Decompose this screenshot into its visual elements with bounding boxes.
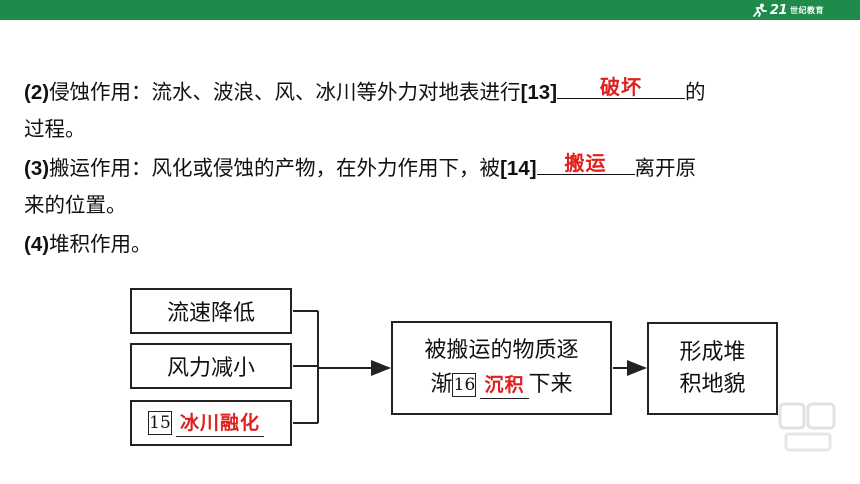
process-text: 渐	[430, 372, 453, 397]
cause-text: 流速降低	[166, 301, 255, 326]
watermark-icon	[778, 402, 836, 452]
answer-blank: 沉积	[480, 372, 529, 399]
process-line: 被搬运的物质逐	[424, 338, 579, 363]
answer-blank: 破坏	[557, 75, 686, 99]
cause-box-glacier: 15 冰川融化	[130, 400, 292, 446]
runner-icon	[753, 3, 767, 17]
paragraph-deposition: (4)堆积作用。	[24, 226, 844, 263]
paragraph-erosion: (2)侵蚀作用：流水、波浪、风、冰川等外力对地表进行[13] 破坏 的 过程。	[24, 74, 844, 148]
process-text: 下来	[528, 372, 573, 397]
paragraph-text: 离开原	[634, 156, 697, 180]
text-content: (2)侵蚀作用：流水、波浪、风、冰川等外力对地表进行[13] 破坏 的 过程。 (3…	[24, 74, 844, 263]
paragraph-text: 侵蚀作用：流水、波浪、风、冰川等外力对地表进行	[49, 80, 521, 104]
result-line: 积地貌	[679, 371, 746, 397]
answer-blank: 冰川融化	[176, 410, 265, 437]
answer-text: 破坏	[600, 75, 643, 99]
logo-number: 21	[769, 2, 788, 18]
cause-box-wind: 风力减小	[130, 343, 292, 389]
item-number: (2)	[24, 81, 50, 104]
paragraph-text: 的	[685, 80, 706, 104]
blank-number-badge: 16	[452, 373, 477, 397]
answer-text: 沉积	[484, 373, 525, 396]
logo-subtitle: 世纪教育	[790, 5, 824, 15]
paragraph-text: 搬运作用：风化或侵蚀的产物，在外力作用下，被	[49, 156, 501, 180]
process-box: 被搬运的物质逐 渐 16 沉积 下来	[391, 321, 612, 415]
item-number: (3)	[24, 157, 50, 180]
process-line: 渐 16 沉积 下来	[430, 368, 573, 402]
brand-logo: 21 世纪教育	[751, 2, 824, 18]
answer-text: 搬运	[564, 151, 607, 175]
item-number: (4)	[24, 233, 50, 256]
paragraph-text: 来的位置。	[24, 193, 127, 217]
cause-box-flow: 流速降低	[130, 288, 292, 334]
answer-blank: 搬运	[536, 151, 635, 175]
paragraph-text: 过程。	[24, 117, 86, 141]
result-line: 形成堆	[679, 339, 746, 365]
blank-number-badge: 15	[148, 411, 172, 435]
cause-text: 风力减小	[166, 356, 255, 381]
paragraph-text: 堆积作用。	[49, 232, 152, 256]
paragraph-transport: (3)搬运作用：风化或侵蚀的产物，在外力作用下，被[14] 搬运 离开原 来的位置。	[24, 150, 844, 224]
blank-label: [13]	[520, 81, 558, 104]
answer-text: 冰川融化	[180, 411, 261, 434]
top-banner: 21 世纪教育	[0, 0, 860, 20]
result-box: 形成堆 积地貌	[647, 322, 778, 415]
blank-label: [14]	[500, 157, 537, 180]
